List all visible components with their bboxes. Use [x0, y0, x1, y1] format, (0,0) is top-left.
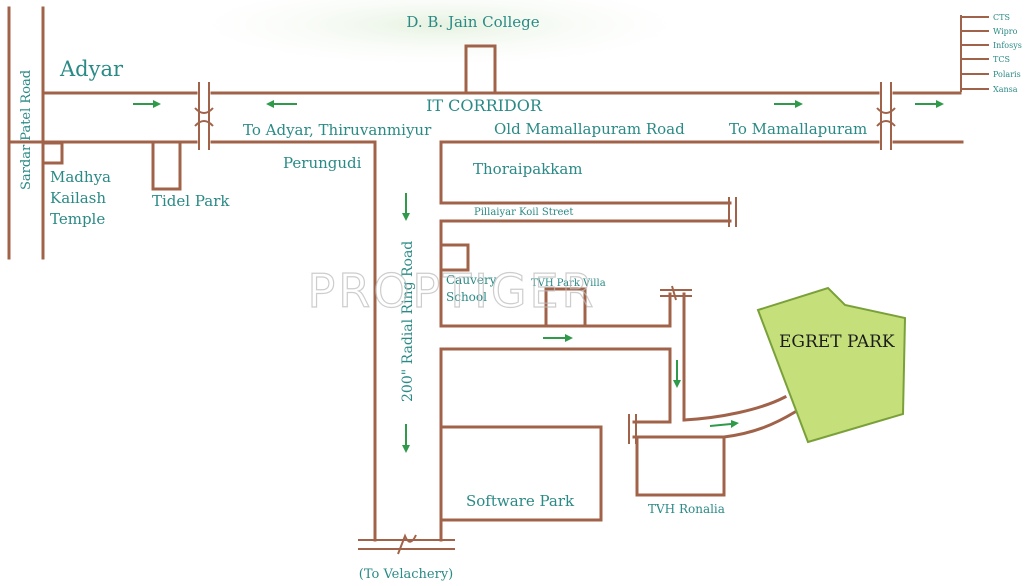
label-adyar: Adyar	[59, 57, 124, 81]
tvh-park-villa-block	[544, 287, 587, 328]
header-glow	[170, 0, 710, 70]
tidel-park-block	[151, 140, 182, 191]
label-tidel-park: Tidel Park	[152, 192, 230, 210]
label-software-park: Software Park	[466, 492, 575, 510]
label-to-adyar: To Adyar, Thiruvanmiyur	[243, 121, 432, 139]
company-label: Infosys	[993, 41, 1022, 50]
company-label: Wipro	[993, 27, 1018, 36]
label-tvh-park-villa: TVH Park Villa	[531, 278, 606, 289]
road-network	[7, 6, 989, 555]
watermark: PROPTIGER	[308, 264, 597, 318]
egret-access-road-upper	[682, 394, 788, 422]
label-thoraipakkam: Thoraipakkam	[473, 160, 583, 178]
company-list: CTS Wipro Infosys TCS Polaris Xansa	[993, 13, 1022, 94]
label-pillaiyar-koil-street: Pillaiyar Koil Street	[474, 207, 573, 218]
label-kailash: Kailash	[50, 189, 106, 207]
company-label: Polaris	[993, 70, 1021, 79]
label-tvh-ronalia: TVH Ronalia	[648, 502, 725, 516]
arrow-right-icon	[133, 100, 161, 108]
company-label: Xansa	[993, 85, 1018, 94]
label-radial-ring-road: 200" Radial Ring Road	[400, 241, 416, 402]
label-madhya: Madhya	[50, 168, 111, 186]
label-cauvery: Cauvery	[446, 273, 497, 287]
egret-access-road-lower	[722, 409, 798, 439]
arrow-down-icon	[673, 360, 681, 388]
arrow-down-icon	[402, 424, 410, 453]
road-break-bottom	[358, 533, 455, 555]
label-db-jain-college: D. B. Jain College	[406, 13, 539, 31]
label-to-velachery: (To Velachery)	[359, 567, 453, 582]
label-old-mamallapuram-road: Old Mamallapuram Road	[494, 120, 685, 138]
madhya-kailash-block	[41, 141, 64, 165]
label-temple: Temple	[50, 210, 105, 228]
arrow-right-icon	[709, 420, 739, 428]
software-park-road	[439, 347, 672, 424]
arrow-left-icon	[266, 100, 297, 108]
label-school: School	[446, 290, 487, 304]
park-villa-road	[439, 292, 672, 328]
direction-arrows	[133, 100, 944, 453]
db-jain-college-block	[464, 44, 497, 95]
egret-park-plot	[756, 286, 907, 444]
company-label: CTS	[993, 13, 1010, 22]
arrow-down-icon	[402, 193, 410, 221]
arrow-right-icon	[543, 334, 573, 342]
arrow-right-icon	[915, 100, 944, 108]
label-perungudi: Perungudi	[283, 154, 362, 172]
label-egret-park: EGRET PARK	[779, 332, 895, 352]
label-sardar-patel-road: Sardar Patel Road	[19, 70, 34, 190]
road-break-right	[876, 82, 896, 150]
cauvery-school-block	[439, 243, 470, 272]
label-it-corridor: IT CORRIDOR	[426, 96, 543, 115]
road-break-left	[194, 82, 214, 150]
software-park-block	[439, 425, 603, 522]
tvh-ronalia-block	[635, 435, 726, 497]
company-label: TCS	[993, 55, 1010, 64]
companies-comb	[960, 15, 989, 92]
arrow-right-icon	[774, 100, 803, 108]
label-to-mamallapuram: To Mamallapuram	[729, 120, 867, 138]
